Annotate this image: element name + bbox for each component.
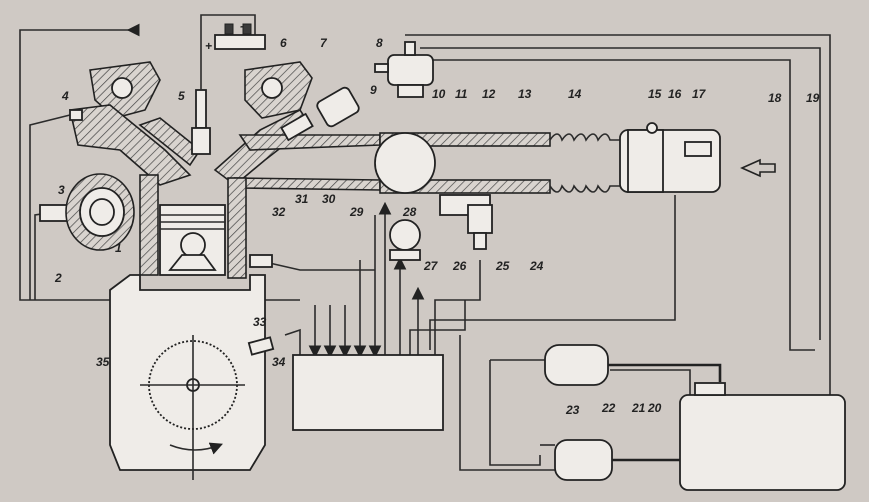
left-cylinder-head [69, 61, 202, 186]
label-1: 1 [115, 241, 122, 255]
ignition-battery: + - [200, 14, 266, 53]
fuel-tank [679, 382, 846, 491]
label-23: 23 [565, 403, 580, 417]
label-12: 12 [482, 87, 496, 101]
label-20: 20 [647, 401, 662, 415]
battery-plus-sign: + [205, 39, 212, 53]
idle-valve [389, 219, 421, 261]
label-13: 13 [518, 87, 532, 101]
label-2: 2 [54, 271, 62, 285]
injector-7 [280, 86, 360, 142]
part-labels: 1 2 3 4 5 6 7 8 9 10 11 12 13 14 15 16 1… [54, 36, 820, 417]
air-flow-meter [619, 122, 721, 193]
fuel-pump [540, 439, 613, 481]
air-inlet-arrow [740, 158, 776, 178]
label-8: 8 [376, 36, 383, 50]
fuel-filter [544, 344, 609, 386]
label-29: 29 [349, 205, 364, 219]
crank-sensor [247, 336, 275, 356]
bellows [549, 133, 620, 142]
label-32: 32 [272, 205, 286, 219]
label-3: 3 [58, 183, 65, 197]
label-22: 22 [601, 401, 616, 415]
sensor-4 [69, 109, 83, 121]
label-28: 28 [402, 205, 417, 219]
label-16: 16 [668, 87, 682, 101]
label-33: 33 [253, 315, 267, 329]
label-27: 27 [423, 259, 439, 273]
label-4: 4 [61, 89, 69, 103]
exhaust-port [65, 173, 135, 251]
label-10: 10 [432, 87, 446, 101]
label-14: 14 [568, 87, 582, 101]
label-19: 19 [806, 91, 820, 105]
spark-plug [191, 40, 211, 155]
label-21: 21 [631, 401, 646, 415]
fuel-lines [608, 363, 722, 462]
throttle-valve [374, 132, 436, 194]
cylinder-block [139, 174, 247, 279]
battery-minus-sign: - [240, 19, 244, 33]
pressure-regulator [374, 41, 434, 98]
signal-wires [19, 23, 831, 471]
label-5: 5 [178, 89, 185, 103]
label-30: 30 [322, 192, 336, 206]
temp-sensor-32 [249, 254, 273, 268]
cold-start-injector [467, 204, 493, 250]
label-24: 24 [529, 259, 544, 273]
label-18: 18 [768, 91, 782, 105]
label-25: 25 [495, 259, 510, 273]
label-11: 11 [455, 87, 468, 101]
label-17: 17 [692, 87, 707, 101]
label-26: 26 [452, 259, 467, 273]
label-9: 9 [370, 83, 377, 97]
label-31: 31 [295, 192, 309, 206]
crankcase [109, 274, 266, 480]
ecu [292, 354, 444, 431]
label-35: 35 [96, 355, 110, 369]
label-6: 6 [280, 36, 287, 50]
label-15: 15 [648, 87, 662, 101]
label-34: 34 [272, 355, 286, 369]
label-7: 7 [320, 36, 328, 50]
